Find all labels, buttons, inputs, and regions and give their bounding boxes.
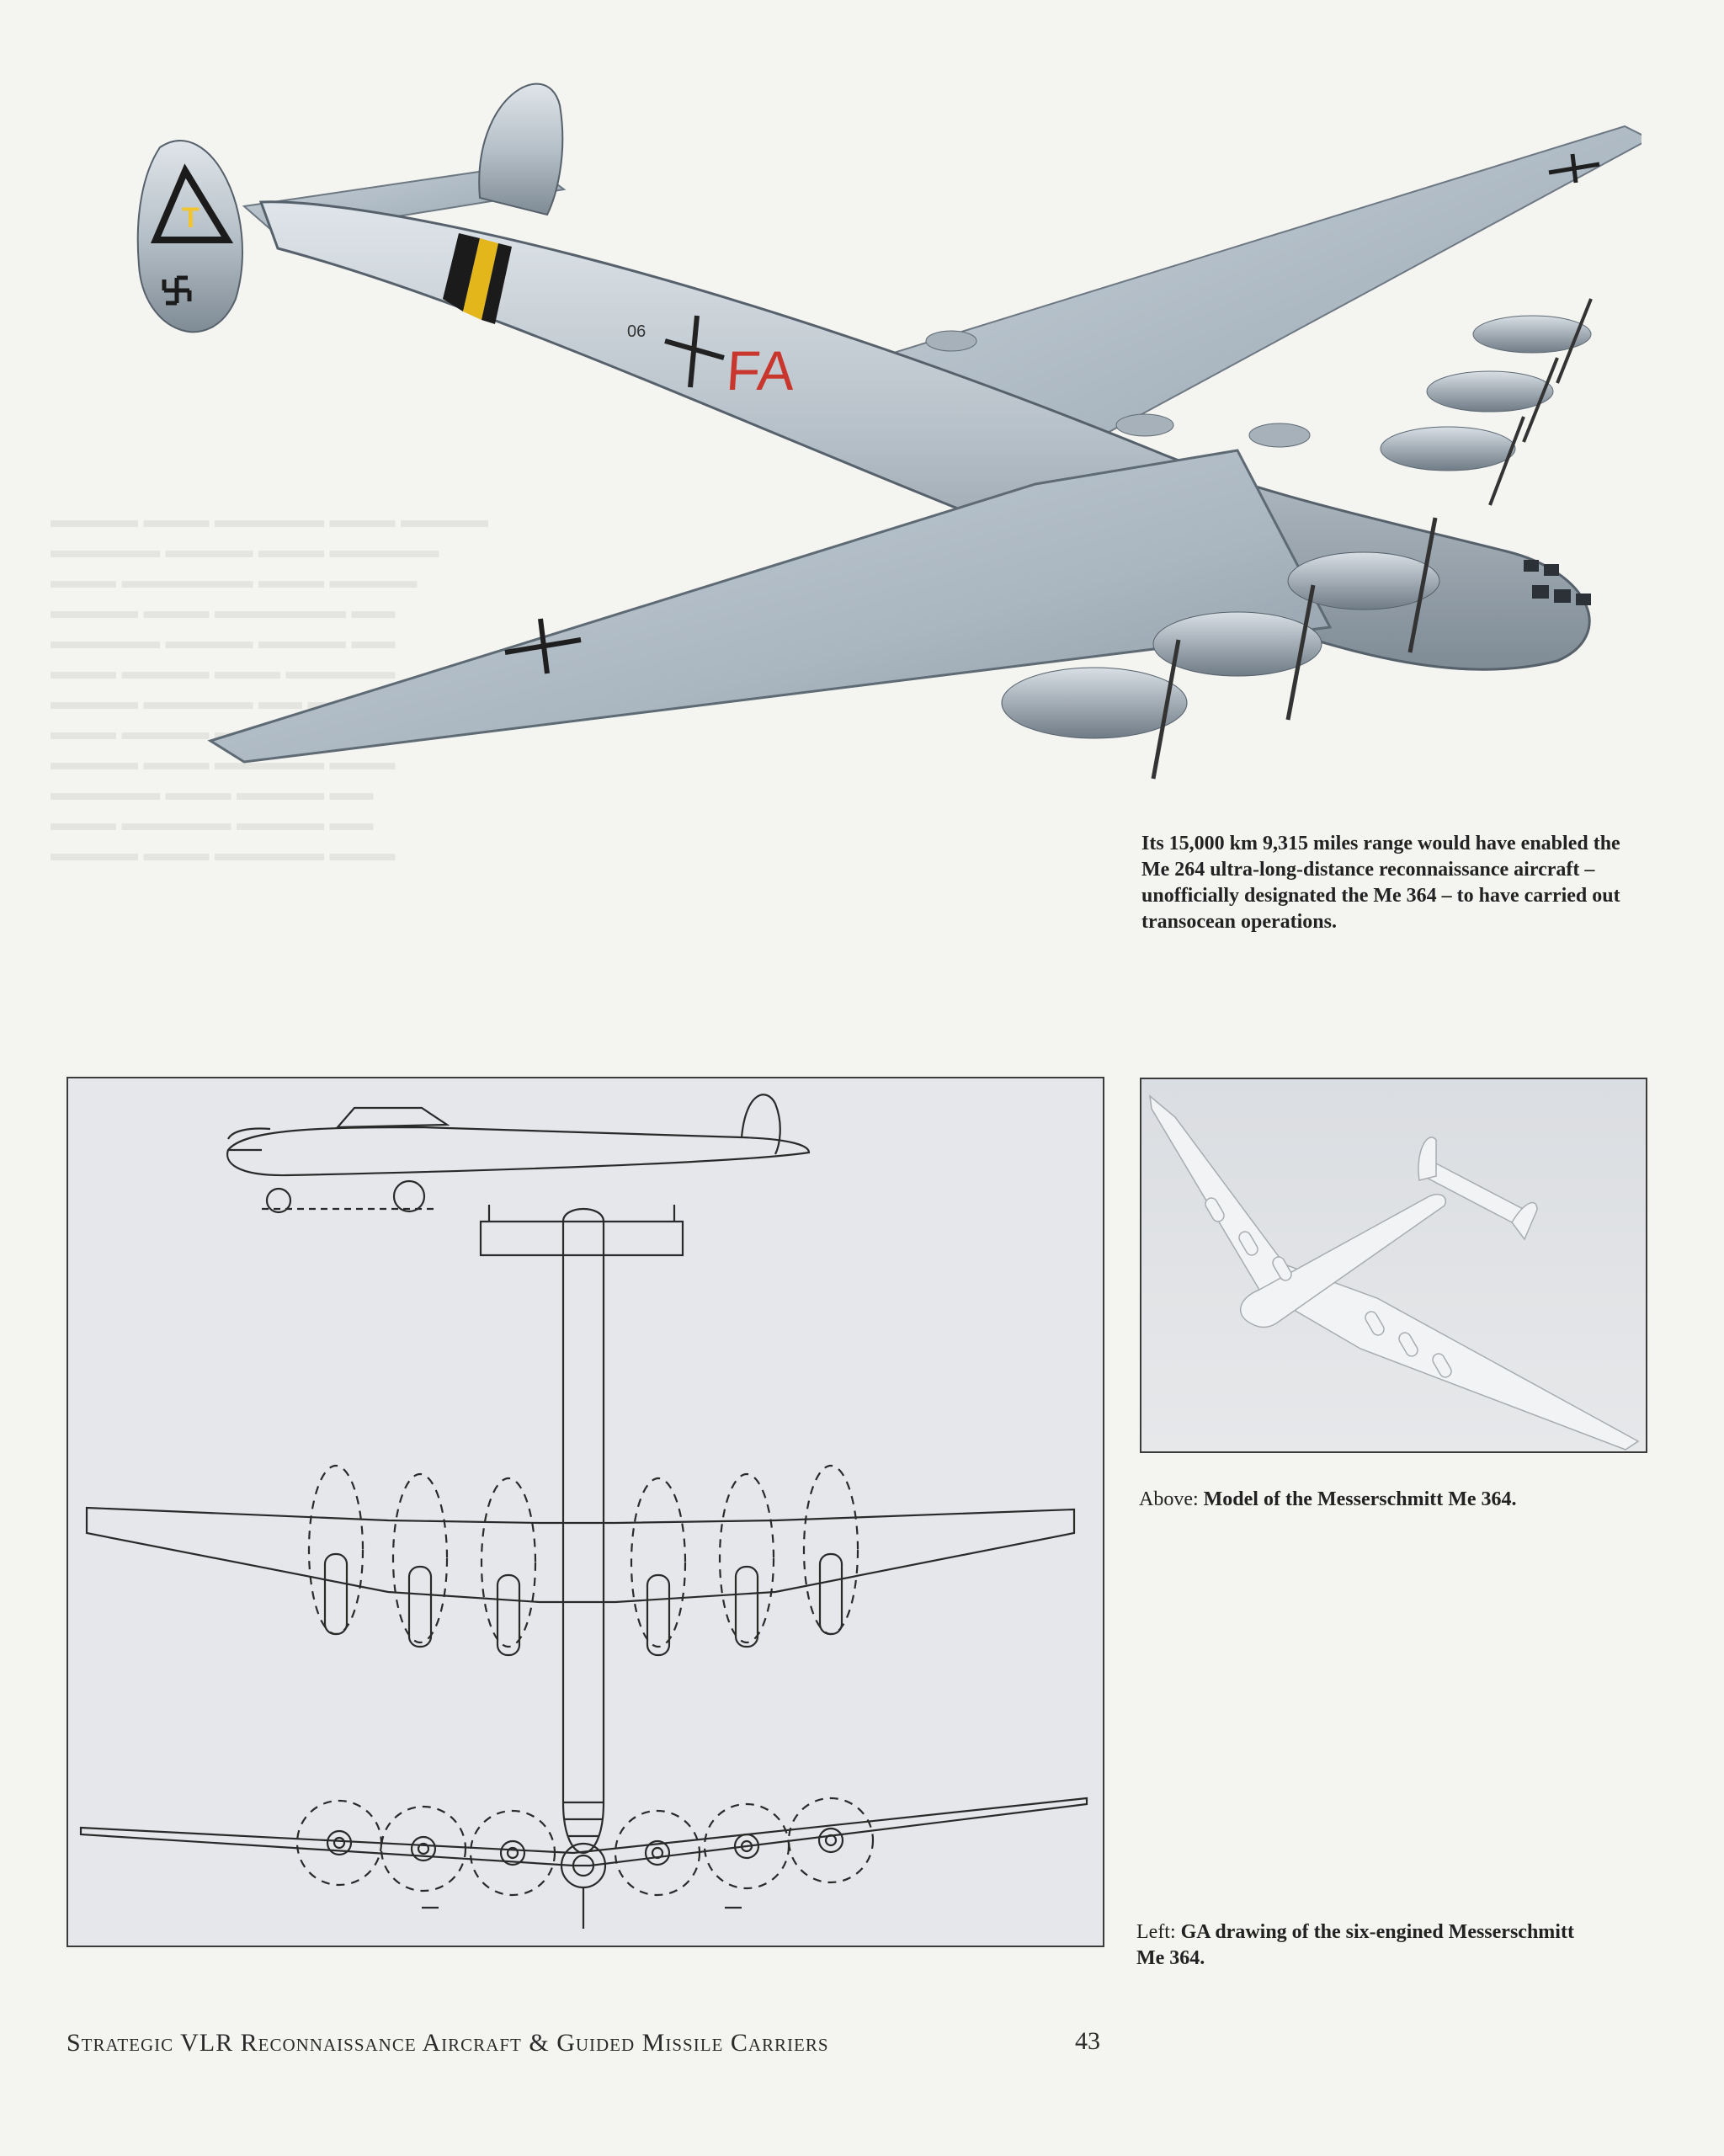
aircraft-illustration: 06 FA T [136, 83, 1642, 780]
model-wing [1149, 1094, 1640, 1451]
page-number: 43 [1075, 2027, 1100, 2055]
plan-engines [307, 1464, 859, 1657]
side-view [226, 1094, 811, 1214]
near-wing-engines [1001, 517, 1440, 780]
dorsal-turret-mid [1115, 413, 1174, 437]
front-view [79, 1797, 1088, 1929]
fuselage-band-black [443, 233, 480, 311]
dorsal-turret-rear [925, 330, 977, 352]
model-caption-text: Model of the Messerschmitt Me 364. [1203, 1488, 1517, 1510]
fuselage-code: FA [724, 340, 796, 402]
ga-drawing [67, 1077, 1104, 1947]
plan-view [85, 1205, 1076, 1855]
tail-emblem-triangle [150, 163, 234, 243]
model-fin-left [1418, 1137, 1437, 1181]
illustration-caption: Its 15,000 km 9,315 miles range would ha… [1141, 833, 1620, 933]
tail-swastika [162, 275, 192, 306]
cockpit-glazing [1524, 560, 1591, 605]
model-photo [1140, 1078, 1647, 1453]
fuselage-band-black-2 [482, 243, 512, 324]
ga-drawing-caption: Left: GA drawing of the six-engined Mess… [1136, 1919, 1574, 1972]
model-fuselage [1239, 1194, 1446, 1328]
near-wing-cross [504, 618, 582, 674]
model-photo-svg [1141, 1079, 1646, 1451]
model-fin-right [1511, 1201, 1538, 1241]
tail-emblem-letter: T [182, 202, 200, 234]
running-footer-title: Strategic VLR Reconnaissance Aircraft & … [67, 2029, 829, 2057]
model-caption-lead: Above: [1139, 1488, 1199, 1510]
ga-caption-text: GA drawing of the six-engined Messerschm… [1136, 1921, 1574, 1969]
fuselage-cross [664, 315, 725, 388]
far-wing-engines [1380, 298, 1593, 506]
model-engines [1205, 1197, 1452, 1378]
model-photo-caption: Above: Model of the Messerschmitt Me 364… [1139, 1487, 1610, 1513]
ga-drawing-svg [79, 1094, 1088, 1929]
dorsal-turret-front [1248, 423, 1311, 448]
far-wing-cross [1548, 153, 1600, 184]
fuselage-small-code: 06 [627, 322, 646, 341]
fuselage-band-yellow [463, 238, 498, 320]
ga-caption-lead: Left: [1136, 1921, 1176, 1943]
tail-fin-right [478, 83, 564, 216]
